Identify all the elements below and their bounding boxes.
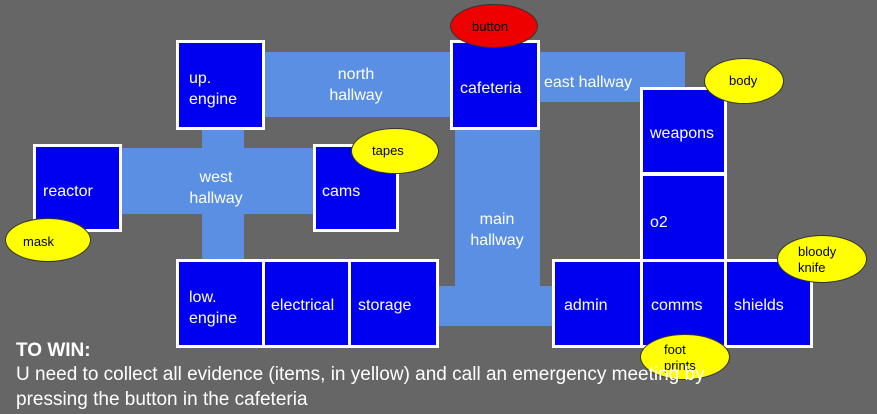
- north-hallway-label: north hallway: [329, 66, 383, 104]
- room-label: up. engine: [189, 70, 238, 108]
- room-storage[interactable]: storage: [348, 259, 439, 348]
- room-label: electrical: [271, 297, 335, 314]
- room-comms[interactable]: comms: [640, 259, 727, 348]
- upper-west-connector: [202, 128, 244, 148]
- evidence-label: bloody knife: [798, 244, 837, 275]
- room-cafeteria[interactable]: cafeteria: [450, 40, 540, 130]
- room-electrical[interactable]: electrical: [262, 259, 351, 348]
- east-hallway-label: east hallway: [543, 74, 633, 91]
- evidence-foot-prints[interactable]: foot prints: [640, 334, 730, 380]
- room-reactor[interactable]: reactor: [33, 144, 122, 232]
- evidence-label: foot prints: [664, 342, 696, 373]
- room-label: o2: [650, 214, 668, 231]
- emergency-button-label: button: [472, 19, 509, 34]
- room-label: cams: [322, 183, 361, 200]
- room-label: admin: [564, 297, 608, 314]
- evidence-mask[interactable]: mask: [5, 218, 91, 262]
- win-condition-text: U need to collect all evidence (items, i…: [16, 364, 705, 410]
- lower-west-connector: [202, 214, 244, 259]
- room-o2[interactable]: o2: [640, 173, 727, 262]
- north-hallway: [262, 52, 452, 117]
- west-hallway: [119, 148, 313, 214]
- storage-admin-connector: [436, 286, 553, 326]
- main-hallway-label: main hallway: [470, 211, 524, 249]
- emergency-meeting-button[interactable]: button: [450, 4, 538, 48]
- room-label: low. engine: [189, 289, 238, 327]
- room-lower-engine[interactable]: low. engine: [176, 259, 265, 348]
- evidence-label: tapes: [372, 143, 404, 158]
- room-label: cafeteria: [460, 80, 522, 97]
- room-label: storage: [358, 297, 412, 314]
- win-condition-title: TO WIN:: [16, 340, 91, 361]
- evidence-label: mask: [23, 234, 55, 249]
- room-upper-engine[interactable]: up. engine: [176, 40, 265, 130]
- west-hallway-label: west hallway: [189, 169, 243, 207]
- room-label: shields: [734, 297, 784, 314]
- room-admin[interactable]: admin: [552, 259, 643, 348]
- room-weapons[interactable]: weapons: [640, 87, 727, 175]
- east-hallway-connector: [640, 80, 685, 90]
- evidence-body[interactable]: body: [704, 58, 784, 104]
- evidence-label: body: [729, 73, 758, 88]
- room-label: reactor: [43, 183, 93, 200]
- room-label: weapons: [650, 125, 715, 142]
- room-label: comms: [651, 297, 703, 314]
- evidence-bloody-knife[interactable]: bloody knife: [777, 235, 867, 283]
- evidence-tapes[interactable]: tapes: [351, 128, 439, 174]
